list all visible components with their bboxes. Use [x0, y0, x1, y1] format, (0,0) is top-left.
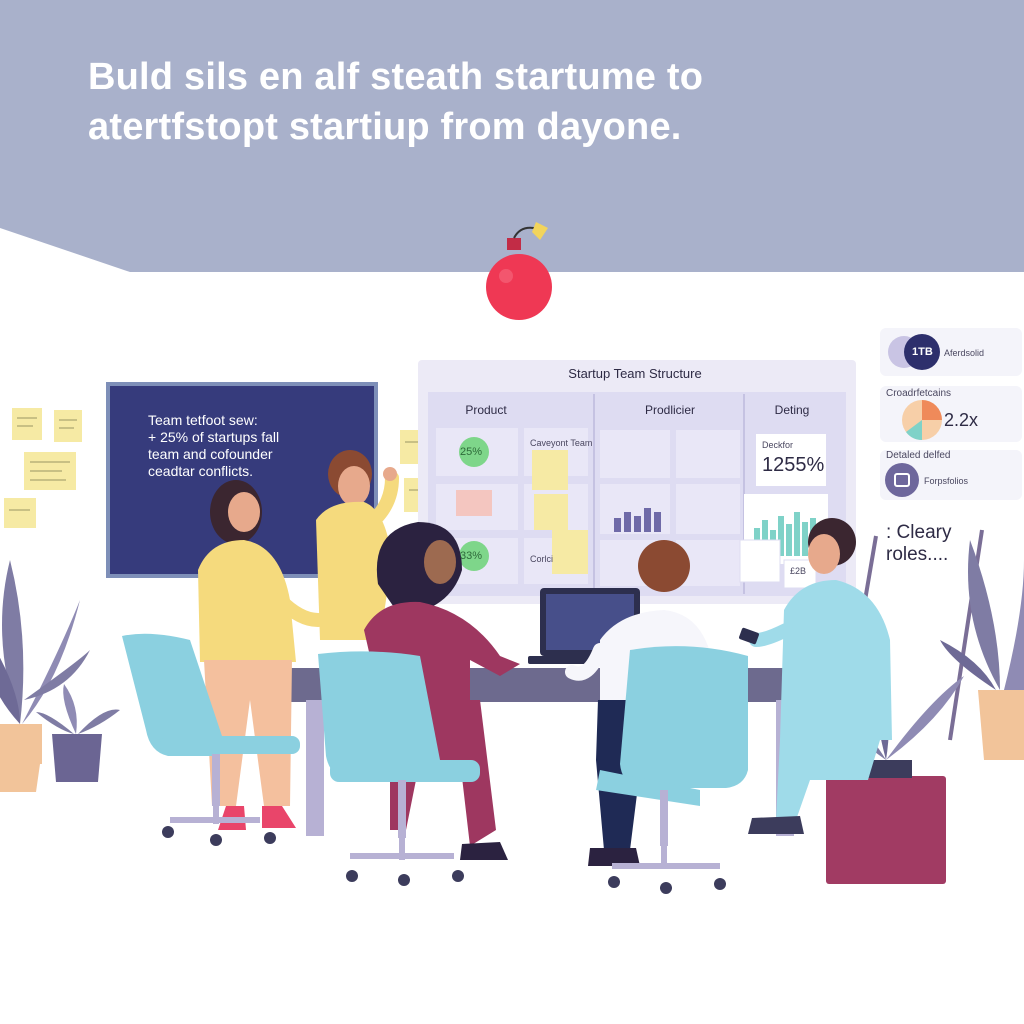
- screen-line-2: + 25% of startups fall: [148, 429, 280, 445]
- screen-line-4: ceadtar conflicts.: [148, 463, 254, 479]
- card2-title: Croadrfetcains: [886, 388, 952, 399]
- person-seated-right: [739, 518, 892, 834]
- potted-plant-small: [36, 684, 120, 782]
- chair-left: [122, 633, 300, 846]
- card3-title: Detaled delfed: [886, 450, 951, 461]
- stat-value: 1255%: [762, 454, 825, 476]
- potted-plant-right: [940, 540, 1024, 760]
- callout-line-1: : Cleary: [886, 522, 952, 543]
- sticky-note: [54, 410, 82, 442]
- chair-right: [596, 646, 748, 894]
- person-standing-left: [198, 480, 325, 830]
- bomb-icon: [486, 222, 552, 320]
- sticky-note: [24, 452, 76, 490]
- screen-line-1: Team tetfoot sew:: [148, 412, 258, 428]
- card1-badge: 1TB: [912, 346, 933, 358]
- board-corl-label: Corlci: [530, 554, 554, 564]
- headline-banner: [0, 0, 1024, 272]
- screen-message: Team tetfoot sew: + 25% of startups fall…: [148, 412, 358, 480]
- callout-line-2: roles....: [886, 544, 949, 565]
- card2-value: 2.2x: [944, 410, 979, 430]
- board-column-product: Product: [465, 403, 507, 417]
- badge-top-value: 25%: [460, 446, 483, 458]
- screen-line-3: team and cofounder: [148, 446, 273, 462]
- clear-roles-callout: : Cleary roles....: [886, 522, 951, 566]
- chair-center: [318, 651, 480, 886]
- side-stat-cards: [880, 328, 1022, 500]
- headline: Buld sils en alf steath startume to ater…: [88, 52, 848, 152]
- headline-line-1: Buld sils en alf steath startume to: [88, 56, 704, 98]
- board-title: Startup Team Structure: [568, 366, 702, 381]
- board-column-prodlicier: Prodlicier: [644, 403, 695, 417]
- team-structure-board: [418, 360, 856, 604]
- headline-line-2: atertfstopt startiup from dayone.: [88, 106, 682, 148]
- potted-plant-left: [0, 560, 90, 792]
- sticky-note: [4, 498, 36, 528]
- card1-text: Aferdsolid: [944, 348, 985, 358]
- person-pointing: [316, 450, 399, 640]
- board-note-label: Caveyont Team: [530, 438, 593, 448]
- sticky-note: [12, 408, 42, 440]
- stat-label: Deckfor: [762, 440, 794, 450]
- board-column-deting: Deting: [774, 403, 810, 417]
- card3-text: Forpsfolios: [924, 476, 969, 486]
- small-value: £2B: [790, 566, 807, 576]
- badge-bottom-value: 33%: [460, 550, 483, 562]
